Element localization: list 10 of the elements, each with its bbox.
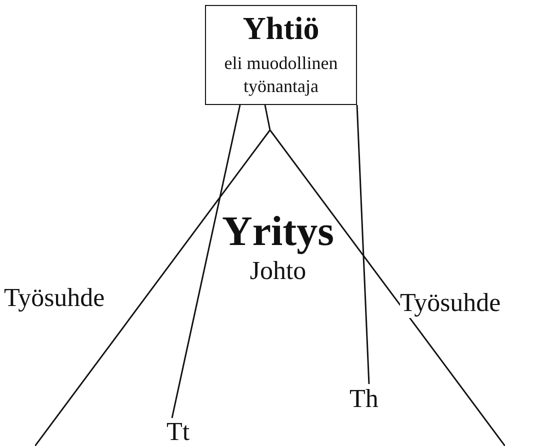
box-title: Yhtiö [242,10,320,47]
connector-line [171,104,241,418]
triangle-title: Yritys [221,208,335,256]
connector-line [264,104,271,130]
company-box [205,5,357,105]
triangle-subtitle: Johto [248,256,308,286]
node-text: Tt [158,418,198,446]
box-subtitle: eli muodollinen työnantaja [223,52,339,98]
connector-line [356,104,370,384]
node-text: Th [343,384,385,414]
